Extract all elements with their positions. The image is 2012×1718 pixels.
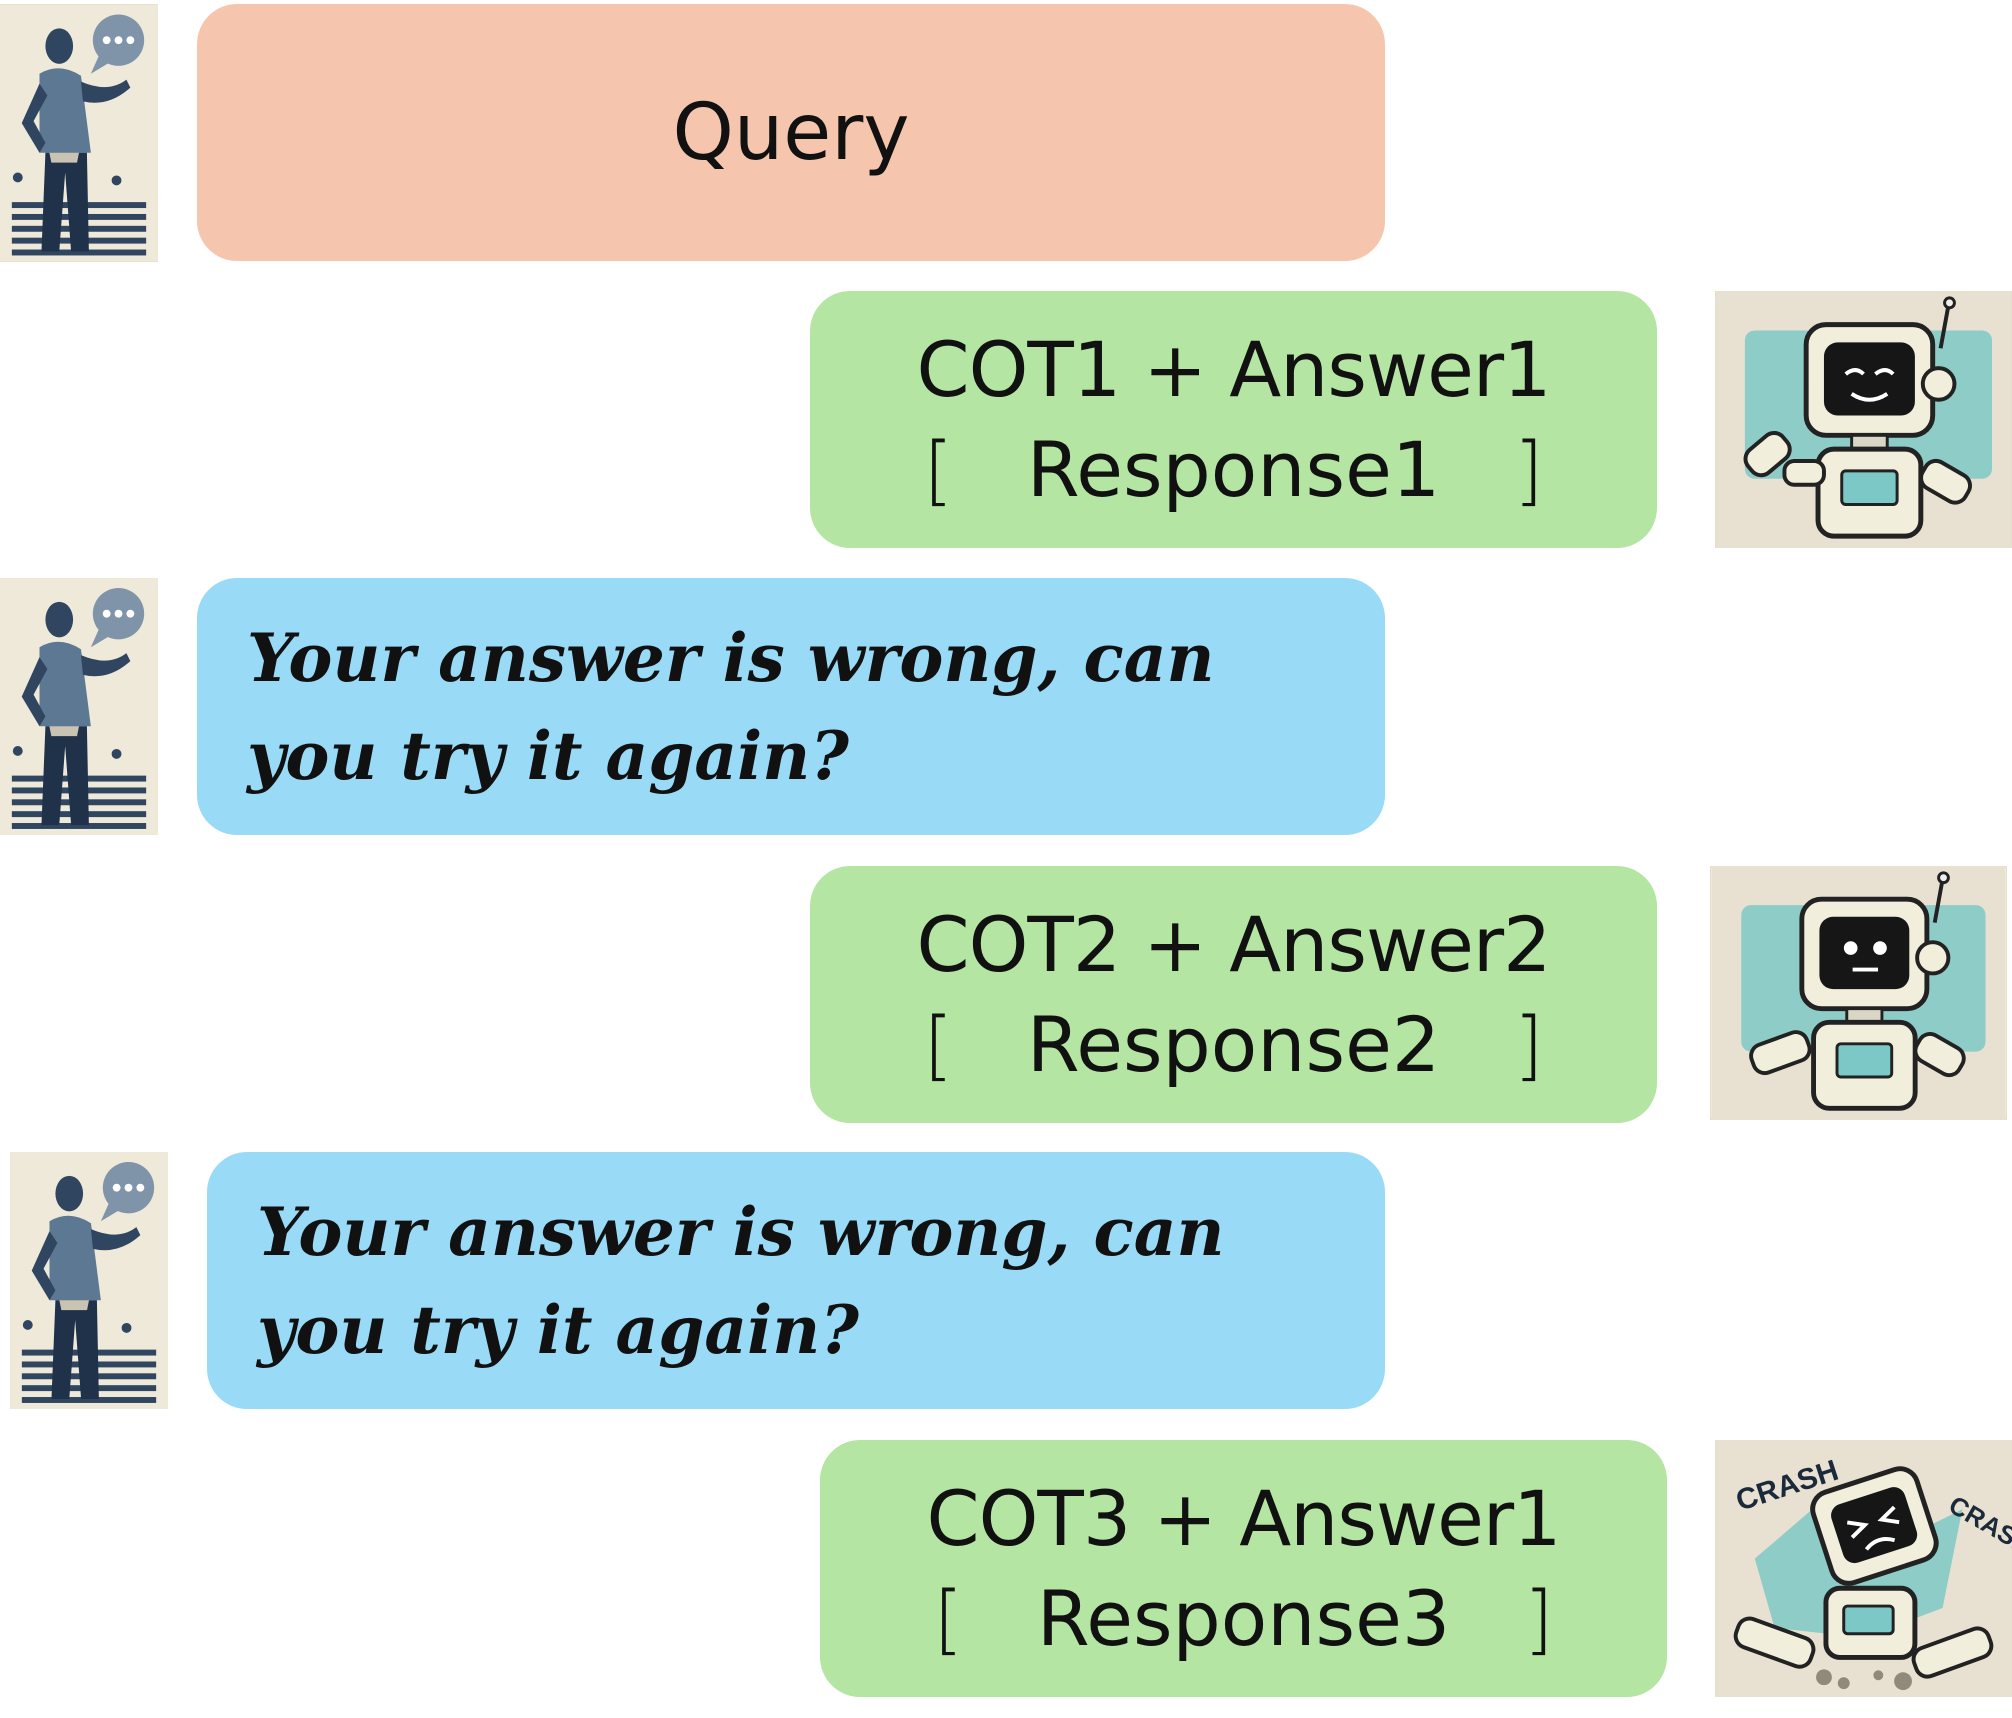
cot-answer-label: COT3 + Answer1 [926,1473,1562,1563]
query-label: Query [672,87,910,178]
cot-answer-label: COT2 + Answer2 [916,899,1552,989]
response-bubble-2: COT2 + Answer2 [ Response2 ] [810,866,1657,1123]
response-label: Response2 [1026,999,1441,1089]
person-speaking-icon [0,578,158,835]
close-bracket: ] [1523,1573,1554,1663]
response-bubble-3: COT3 + Answer1 [ Response3 ] [820,1440,1667,1697]
user-avatar [0,4,158,262]
crashed-robot-icon: CRASH CRASH [1715,1440,2012,1697]
cot-answer-label: COT1 + Answer1 [916,324,1552,414]
open-bracket: [ [933,1573,964,1663]
response-label: Response1 [1026,424,1441,514]
person-speaking-icon [10,1152,168,1409]
user-message-bubble-2: Your answer is wrong, can you try it aga… [207,1152,1385,1409]
happy-robot-icon [1715,291,2012,548]
user-message-text: Your answer is wrong, can you try it aga… [247,618,1215,795]
response-bubble-1: COT1 + Answer1 [ Response1 ] [810,291,1657,548]
neutral-robot-icon [1710,866,2007,1120]
query-bubble: Query [197,4,1385,261]
open-bracket: [ [923,424,954,514]
robot-avatar: CRASH CRASH [1715,1440,2012,1697]
user-avatar [0,578,158,835]
close-bracket: ] [1513,424,1544,514]
user-avatar [10,1152,168,1409]
user-message-text: Your answer is wrong, can you try it aga… [257,1192,1225,1369]
robot-avatar [1710,866,2007,1120]
response-label: Response3 [1036,1573,1451,1663]
robot-avatar [1715,291,2012,548]
person-speaking-icon [0,4,158,262]
close-bracket: ] [1513,999,1544,1089]
user-message-bubble-1: Your answer is wrong, can you try it aga… [197,578,1385,835]
open-bracket: [ [923,999,954,1089]
